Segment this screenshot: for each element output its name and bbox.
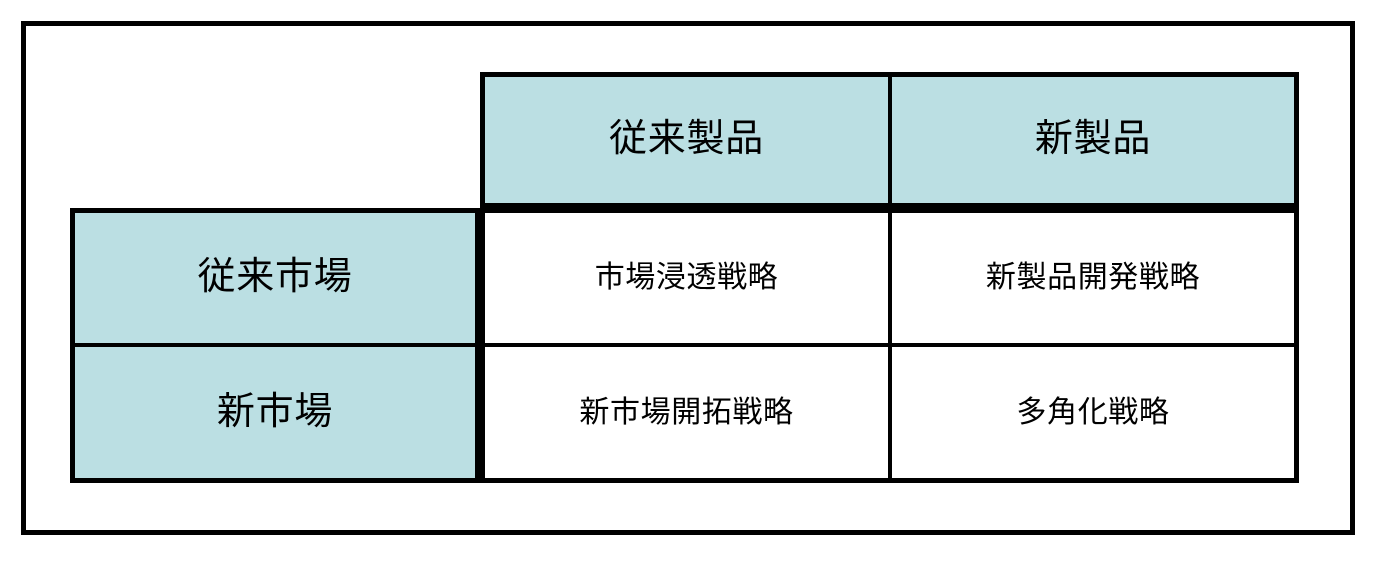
column-header-new-product: 新製品 — [890, 72, 1299, 208]
outer-frame-border: 従来製品 新製品 従来市場 市場浸透戦略 新製品開発戦略 新市場 新市場開拓戦略… — [21, 21, 1355, 535]
row-header-existing-market: 従来市場 — [70, 208, 480, 345]
row-header-new-market: 新市場 — [70, 345, 480, 483]
matrix-cell-diversification: 多角化戦略 — [890, 345, 1299, 483]
matrix-cell-new-market-development: 新市場開拓戦略 — [480, 345, 890, 483]
column-header-existing-product: 従来製品 — [480, 72, 890, 208]
matrix-cell-market-penetration: 市場浸透戦略 — [480, 208, 890, 345]
matrix-cell-new-product-development: 新製品開発戦略 — [890, 208, 1299, 345]
matrix-corner-empty-cell — [70, 72, 480, 208]
ansoff-matrix-grid: 従来製品 新製品 従来市場 市場浸透戦略 新製品開発戦略 新市場 新市場開拓戦略… — [70, 72, 1299, 483]
